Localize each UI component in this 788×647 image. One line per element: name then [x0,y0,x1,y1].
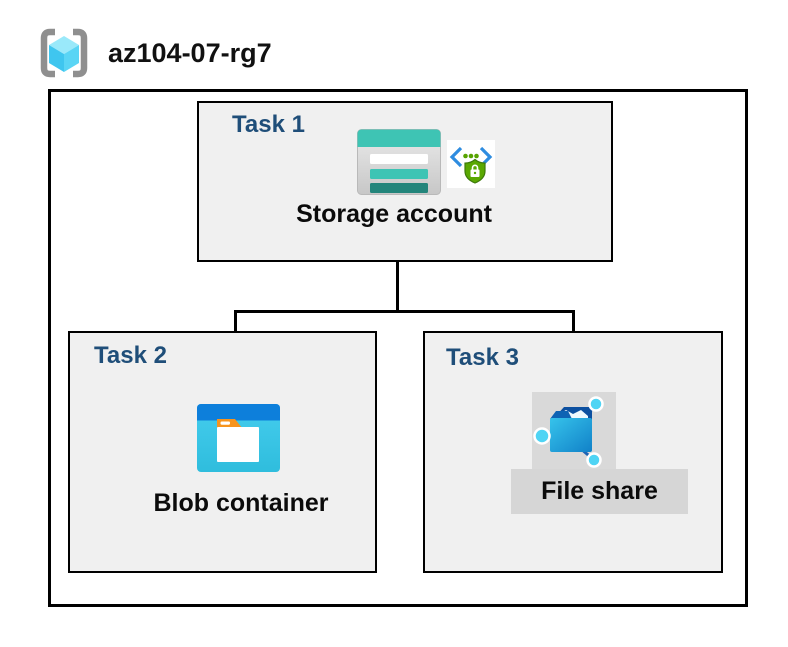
blob-container-icon [197,404,280,472]
task1-box: Task 1 Storage account [197,101,613,262]
task2-resource-label: Blob container [153,489,329,517]
task3-resource-label: File share [511,469,688,514]
file-share-icon-background [532,392,616,470]
resource-group-name: az104-07-rg7 [108,37,272,68]
task3-label: Task 3 [446,344,519,371]
resource-group-icon [40,28,88,78]
task1-label: Task 1 [232,111,305,138]
task1-resource-label: Storage account [296,200,492,228]
task3-box: Task 3 File share [423,331,723,573]
task2-box: Task 2 Blob container [68,331,377,573]
storage-account-icon [357,129,441,195]
connector-storage-stem [396,234,399,313]
task2-label: Task 2 [94,342,167,369]
file-share-icon [533,396,604,468]
connector-branch [234,310,575,313]
secure-endpoint-icon [447,140,495,188]
